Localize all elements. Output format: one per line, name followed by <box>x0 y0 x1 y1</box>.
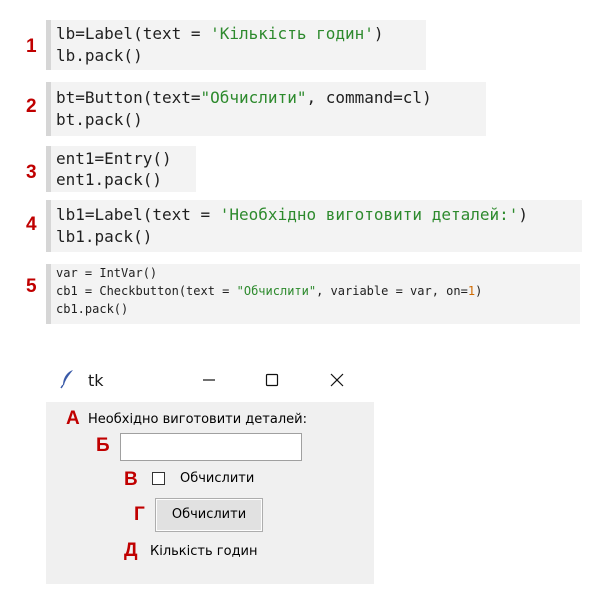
snippet-number-4: 4 <box>26 214 37 235</box>
marker-a: А <box>66 408 80 429</box>
snippet-number-3: 3 <box>26 162 37 183</box>
marker-b: Б <box>96 435 110 456</box>
code-line: var = IntVar() <box>56 266 158 280</box>
code-line: bt.pack() <box>56 110 143 129</box>
label-needed-parts: Необхідно виготовити деталей: <box>88 412 307 427</box>
feather-icon <box>60 370 73 389</box>
calculate-checkbox[interactable] <box>152 472 165 485</box>
calculate-button[interactable]: Обчислити <box>155 498 263 532</box>
code-line: cb1 = Checkbutton(text = "Обчислити", va… <box>56 284 483 298</box>
code-snippet-3: ent1=Entry() ent1.pack() <box>46 146 196 192</box>
code-line: ent1=Entry() <box>56 149 172 168</box>
code-line: lb1=Label(text = 'Необхідно виготовити д… <box>56 205 529 224</box>
marker-d: Д <box>124 540 138 561</box>
code-snippet-5: var = IntVar() cb1 = Checkbutton(text = … <box>46 264 580 324</box>
label-hours: Кількість годин <box>150 544 258 559</box>
code-line: bt=Button(text="Обчислити", command=cl) <box>56 88 432 107</box>
code-line: lb=Label(text = 'Кількість годин') <box>56 24 384 43</box>
code-line: lb1.pack() <box>56 227 153 246</box>
minimize-icon[interactable] <box>196 368 222 392</box>
code-line: cb1.pack() <box>56 302 129 316</box>
checkbox-label: Обчислити <box>180 471 255 486</box>
code-snippet-1: lb=Label(text = 'Кількість годин') lb.pa… <box>46 20 426 70</box>
code-line: lb.pack() <box>56 46 143 65</box>
window-body: А Необхідно виготовити деталей: Б В Обчи… <box>46 402 374 584</box>
tk-window: tk А Необхідно виготовити деталей: Б В О… <box>46 358 374 584</box>
snippet-number-1: 1 <box>26 36 37 57</box>
parts-entry[interactable] <box>120 433 302 461</box>
code-snippet-2: bt=Button(text="Обчислити", command=cl) … <box>46 82 486 136</box>
title-bar[interactable]: tk <box>46 358 374 402</box>
snippet-number-5: 5 <box>26 276 37 297</box>
marker-v: В <box>124 469 138 490</box>
snippet-number-2: 2 <box>26 96 37 117</box>
window-title: tk <box>88 371 104 390</box>
code-snippet-4: lb1=Label(text = 'Необхідно виготовити д… <box>46 200 582 252</box>
maximize-icon[interactable] <box>259 368 285 392</box>
close-icon[interactable] <box>324 368 350 392</box>
code-line: ent1.pack() <box>56 170 162 189</box>
marker-g: Г <box>134 504 145 525</box>
